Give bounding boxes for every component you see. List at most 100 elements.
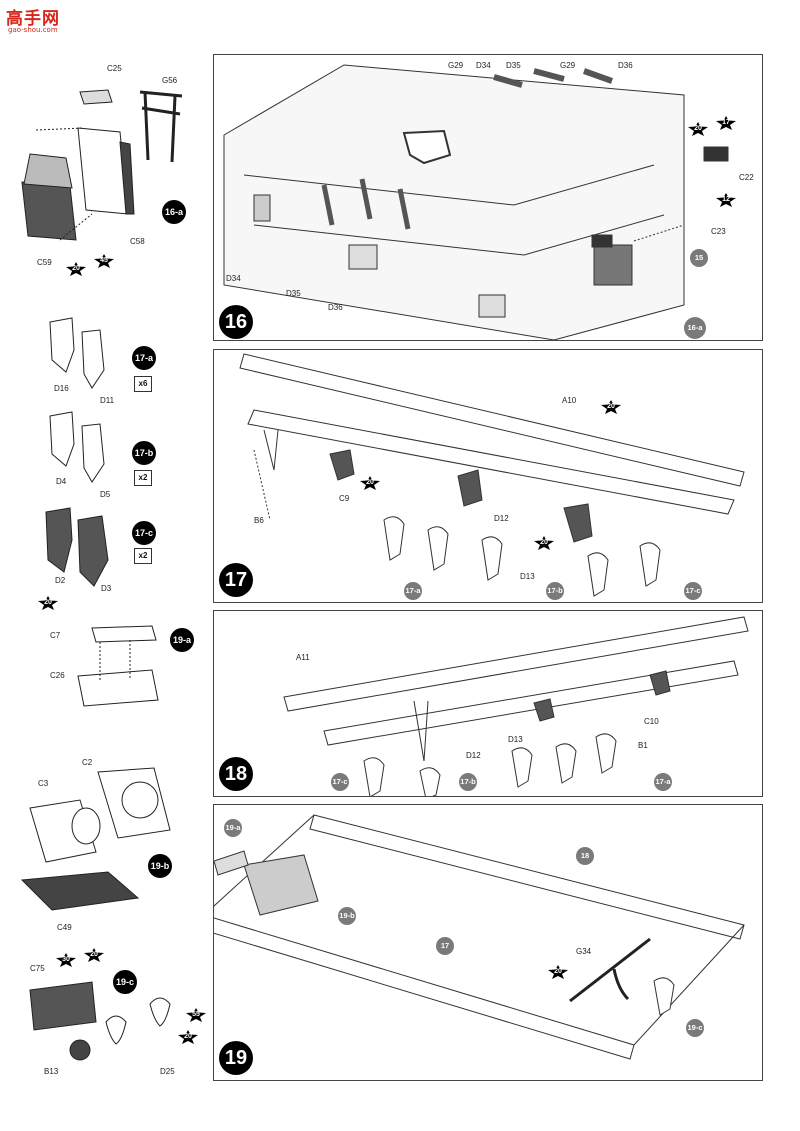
part-label-c59: C59: [37, 258, 52, 267]
ref-circle-19b: 19-b: [338, 907, 356, 925]
frame-rail-left: [214, 917, 635, 1060]
glue-star-20: 20: [66, 262, 86, 276]
part-label-d25: D25: [160, 1067, 175, 1076]
part-label-c75: C75: [30, 964, 45, 973]
ref-circle-17b: 17-b: [546, 582, 564, 600]
star-icon: [94, 254, 114, 268]
part-label-c26: C26: [50, 671, 65, 680]
multiplier-17b: x2: [134, 470, 152, 486]
part-label-d12: D12: [494, 514, 509, 523]
part-d16-drawing: [49, 317, 75, 373]
subassembly-tag-19b: 19-b: [148, 854, 172, 878]
multiplier-17a: x6: [134, 376, 152, 392]
glue-star-12: 12: [716, 193, 736, 207]
part-label-c9: C9: [339, 494, 350, 503]
subassembly-tag-19a: 19-a: [170, 628, 194, 652]
logo-subtext: gao-shou.com: [8, 26, 58, 34]
glue-star-55: 55: [186, 1008, 206, 1022]
part-label-d34: D34: [226, 274, 241, 283]
step-number-16: 16: [219, 305, 253, 339]
glue-star-20: 20: [601, 400, 621, 414]
ref-circle-16a: 16-a: [684, 317, 706, 339]
frame-rail-a11: [283, 616, 749, 712]
part-label-c10: C10: [644, 717, 659, 726]
star-icon: [178, 1030, 198, 1044]
part-label-d36: D36: [618, 61, 633, 70]
multiplier-17c: x2: [134, 548, 152, 564]
part-label-d16: D16: [54, 384, 69, 393]
part-b13-drawing: [69, 1039, 91, 1061]
ref-circle-18: 18: [576, 847, 594, 865]
part-d5-drawing: [81, 423, 105, 483]
ref-circle-19c: 19-c: [686, 1019, 704, 1037]
step-18-drawing: [283, 616, 749, 796]
part-c26-drawing: [77, 669, 159, 707]
step-19-drawing: [214, 814, 745, 1060]
part-label-d3: D3: [101, 584, 112, 593]
star-icon: [716, 193, 736, 207]
step-number-19: 19: [219, 1041, 253, 1075]
part-label-b6: B6: [254, 516, 264, 525]
star-icon: [56, 953, 76, 967]
part-c25-drawing: [79, 89, 113, 105]
part-label-g29: G29: [448, 61, 464, 70]
part-label-c23: C23: [711, 227, 726, 236]
ref-circle-17: 17: [436, 937, 454, 955]
step-17-panel: A10 C9 B6 D12 D13 20 20 20 17-a 17-b 17-…: [213, 349, 763, 603]
step-19-panel: G34 20 19-a 19-b 18 17 19-c 19: [213, 804, 763, 1081]
glue-star-20: 20: [178, 1030, 198, 1044]
part-c7-drawing: [91, 625, 157, 643]
ref-circle-17b: 17-b: [459, 773, 477, 791]
glue-star-20: 20: [688, 122, 708, 136]
step-17-drawing: [239, 353, 745, 597]
part-label-a10: A10: [562, 396, 577, 405]
ref-circle-17c: 17-c: [331, 773, 349, 791]
part-d4-drawing: [49, 411, 75, 467]
part-label-c58: C58: [130, 237, 145, 246]
exhaust-g34: [569, 937, 651, 1003]
part-label-a11: A11: [296, 653, 310, 662]
star-icon: [38, 596, 58, 610]
star-icon: [66, 262, 86, 276]
part-label-d13: D13: [520, 572, 535, 581]
glue-star-20: 20: [84, 948, 104, 962]
part-d2-drawing: [45, 507, 73, 573]
part-label-d12: D12: [466, 751, 481, 760]
glue-star-17: 17: [716, 116, 736, 130]
glue-star-45: 45: [94, 254, 114, 268]
star-icon: [548, 965, 568, 979]
step-16-drawing: [223, 64, 729, 340]
part-label-c49: C49: [57, 923, 72, 932]
star-icon: [186, 1008, 206, 1022]
part-c49-drawing: [20, 871, 140, 911]
step-number-17: 17: [219, 563, 253, 597]
subassembly-tag-17a: 17-a: [132, 346, 156, 370]
frame-rail-right: [309, 814, 745, 940]
step-number-18: 18: [219, 757, 253, 791]
part-label-g34: G34: [576, 947, 592, 956]
ref-circle-17c: 17-c: [684, 582, 702, 600]
part-label-c25: C25: [107, 64, 122, 73]
part-label-d36: D36: [328, 303, 343, 312]
star-icon: [84, 948, 104, 962]
glue-star-20: 20: [548, 965, 568, 979]
part-c75-drawing: [29, 981, 97, 1031]
part-label-b1: B1: [638, 741, 648, 750]
part-label-c7: C7: [50, 631, 61, 640]
part-label-g29: G29: [560, 61, 576, 70]
frame-rail-a10: [239, 353, 745, 487]
part-label-d35: D35: [286, 289, 301, 298]
part-label-d35: D35: [506, 61, 521, 70]
left-column-drawings: [20, 89, 183, 1061]
part-label-d13: D13: [508, 735, 523, 744]
star-icon: [360, 476, 380, 490]
part-label-d11: D11: [100, 396, 115, 405]
part-c59-drawing: [21, 181, 77, 241]
logo-text: 高手网: [6, 9, 60, 29]
glue-star-20: 20: [38, 596, 58, 610]
part-d25-drawing: [105, 1015, 127, 1045]
step-16-panel: G29 D34 D35 G29 D36 C22 C23 D34 D35 D36 …: [213, 54, 763, 341]
ref-circle-17a: 17-a: [404, 582, 422, 600]
part-label-d34: D34: [476, 61, 491, 70]
subassembly-tag-17b: 17-b: [132, 441, 156, 465]
